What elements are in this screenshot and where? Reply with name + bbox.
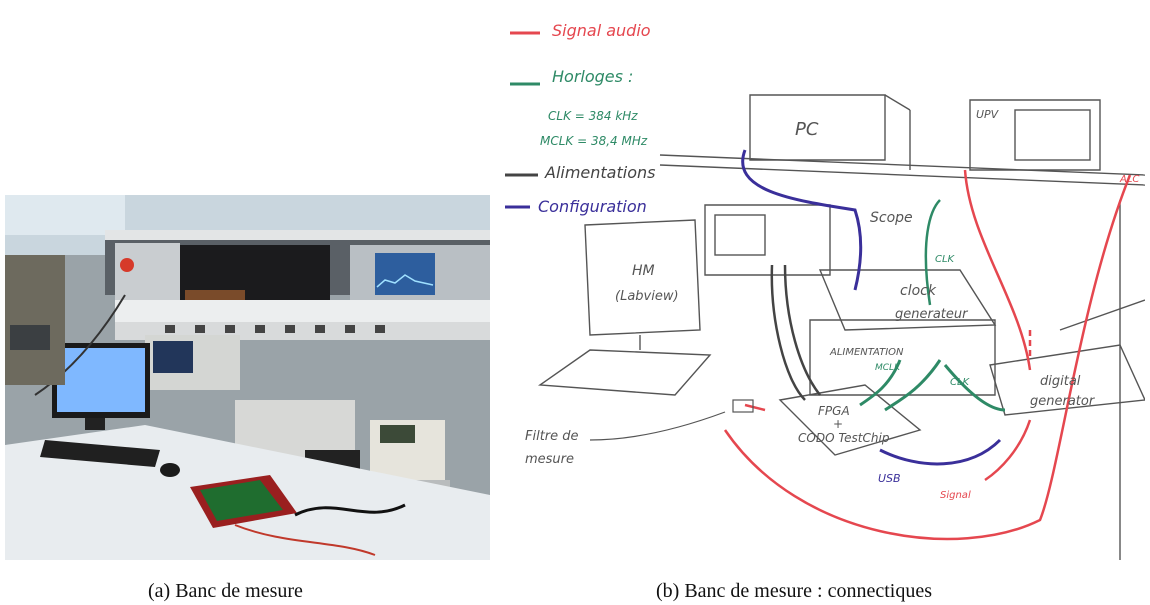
label-mesure: mesure bbox=[525, 452, 574, 467]
label-aux: ALC bbox=[1119, 174, 1139, 185]
label-pc: PC bbox=[795, 119, 819, 140]
label-upv: UPV bbox=[976, 108, 1000, 121]
connections-sketch: Signal audio Horloges : CLK = 384 kHz MC… bbox=[505, 21, 1145, 560]
label-clock-gen-2: generateur bbox=[895, 307, 969, 322]
legend-clocks: Horloges : bbox=[552, 67, 633, 86]
measurement-bench-photo bbox=[5, 195, 490, 560]
label-signal: Signal bbox=[940, 490, 971, 501]
legend-clk: CLK = 384 kHz bbox=[548, 109, 638, 123]
label-clk-fpga: CLK bbox=[950, 377, 971, 388]
label-clk-scope: CLK bbox=[935, 254, 956, 265]
label-fpga: FPGA bbox=[818, 404, 850, 418]
label-clock-gen: clock bbox=[900, 283, 937, 299]
label-usb: USB bbox=[878, 472, 901, 485]
label-hmi: HM bbox=[632, 263, 655, 279]
caption-photo: (a) Banc de mesure bbox=[148, 580, 303, 602]
label-fpga-plus: + bbox=[833, 417, 843, 431]
legend-power: Alimentations bbox=[544, 163, 655, 182]
caption-sketch: (b) Banc de mesure : connectiques bbox=[656, 580, 933, 602]
legend-mclk: MCLK = 38,4 MHz bbox=[540, 134, 648, 148]
label-mclk-arrow: MCLK bbox=[875, 363, 901, 373]
label-testchip: CODO TestChip bbox=[798, 431, 890, 445]
label-filtre: Filtre de bbox=[525, 429, 579, 444]
label-generator: generator bbox=[1030, 394, 1096, 409]
label-alimentation: ALIMENTATION bbox=[829, 347, 904, 358]
legend-audio: Signal audio bbox=[552, 21, 651, 40]
label-labview: (Labview) bbox=[615, 289, 679, 304]
legend-config: Configuration bbox=[538, 197, 647, 216]
label-digital: digital bbox=[1040, 374, 1081, 389]
label-scope: Scope bbox=[870, 210, 913, 226]
